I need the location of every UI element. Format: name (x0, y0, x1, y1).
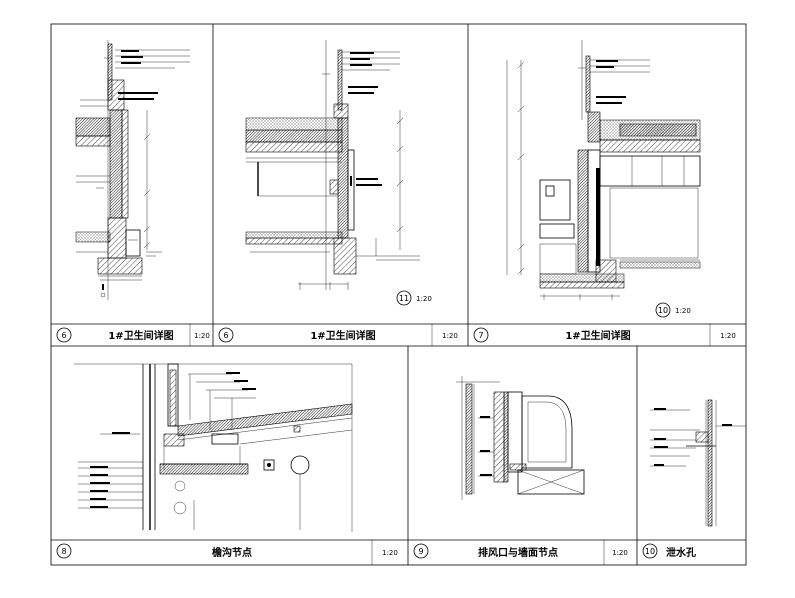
panel-4-drawing (74, 363, 353, 532)
panel-title-1: 1#卫生间详图 (108, 329, 173, 342)
panel-number-6: 10 (645, 547, 655, 556)
callout-number-11: 11 (399, 294, 409, 303)
panel-title-bar-3: 7 1#卫生间详图 1:20 (473, 324, 736, 346)
panel-title-4: 檐沟节点 (212, 546, 252, 559)
panel-number-4: 8 (61, 547, 66, 556)
panel-number-5: 9 (418, 547, 423, 556)
panel-scale-1: 1:20 (194, 332, 210, 340)
panel-title-3: 1#卫生间详图 (565, 329, 630, 342)
callout-number-10: 10 (658, 306, 668, 315)
panel-2-drawing: 11 1:20 (245, 40, 432, 306)
panel-title-2: 1#卫生间详图 (310, 329, 375, 342)
panel-scale-2: 1:20 (442, 332, 458, 340)
panel-5-drawing (456, 376, 585, 500)
panel-number-2: 6 (223, 331, 228, 340)
callout-scale-10: 1:20 (675, 307, 691, 315)
panel-title-bar-6: 10 泄水孔 (642, 543, 696, 559)
sheet-frame (50, 23, 747, 566)
panel-title-bar-5: 9 排风口与墙面节点 1:20 (413, 540, 628, 565)
panel-number-1: 6 (61, 331, 66, 340)
panel-title-5: 排风口与墙面节点 (478, 546, 558, 559)
panel-number-3: 7 (478, 331, 483, 340)
panel-scale-4: 1:20 (382, 549, 398, 557)
panel-scale-5: 1:20 (612, 549, 628, 557)
panel-title-bar-2: 6 1#卫生间详图 1:20 (218, 324, 458, 346)
panel-3-drawing: 10 1:20 (506, 40, 701, 318)
panel-scale-3: 1:20 (720, 332, 736, 340)
panel-6-drawing (650, 399, 746, 527)
panel-title-bar-1: 6 1#卫生间详图 1:20 (56, 324, 210, 346)
callout-scale-11: 1:20 (416, 295, 432, 303)
panel-title-bar-4: 8 檐沟节点 1:20 (56, 540, 398, 565)
panel-title-6: 泄水孔 (666, 546, 696, 559)
panel-1-drawing (75, 40, 190, 300)
